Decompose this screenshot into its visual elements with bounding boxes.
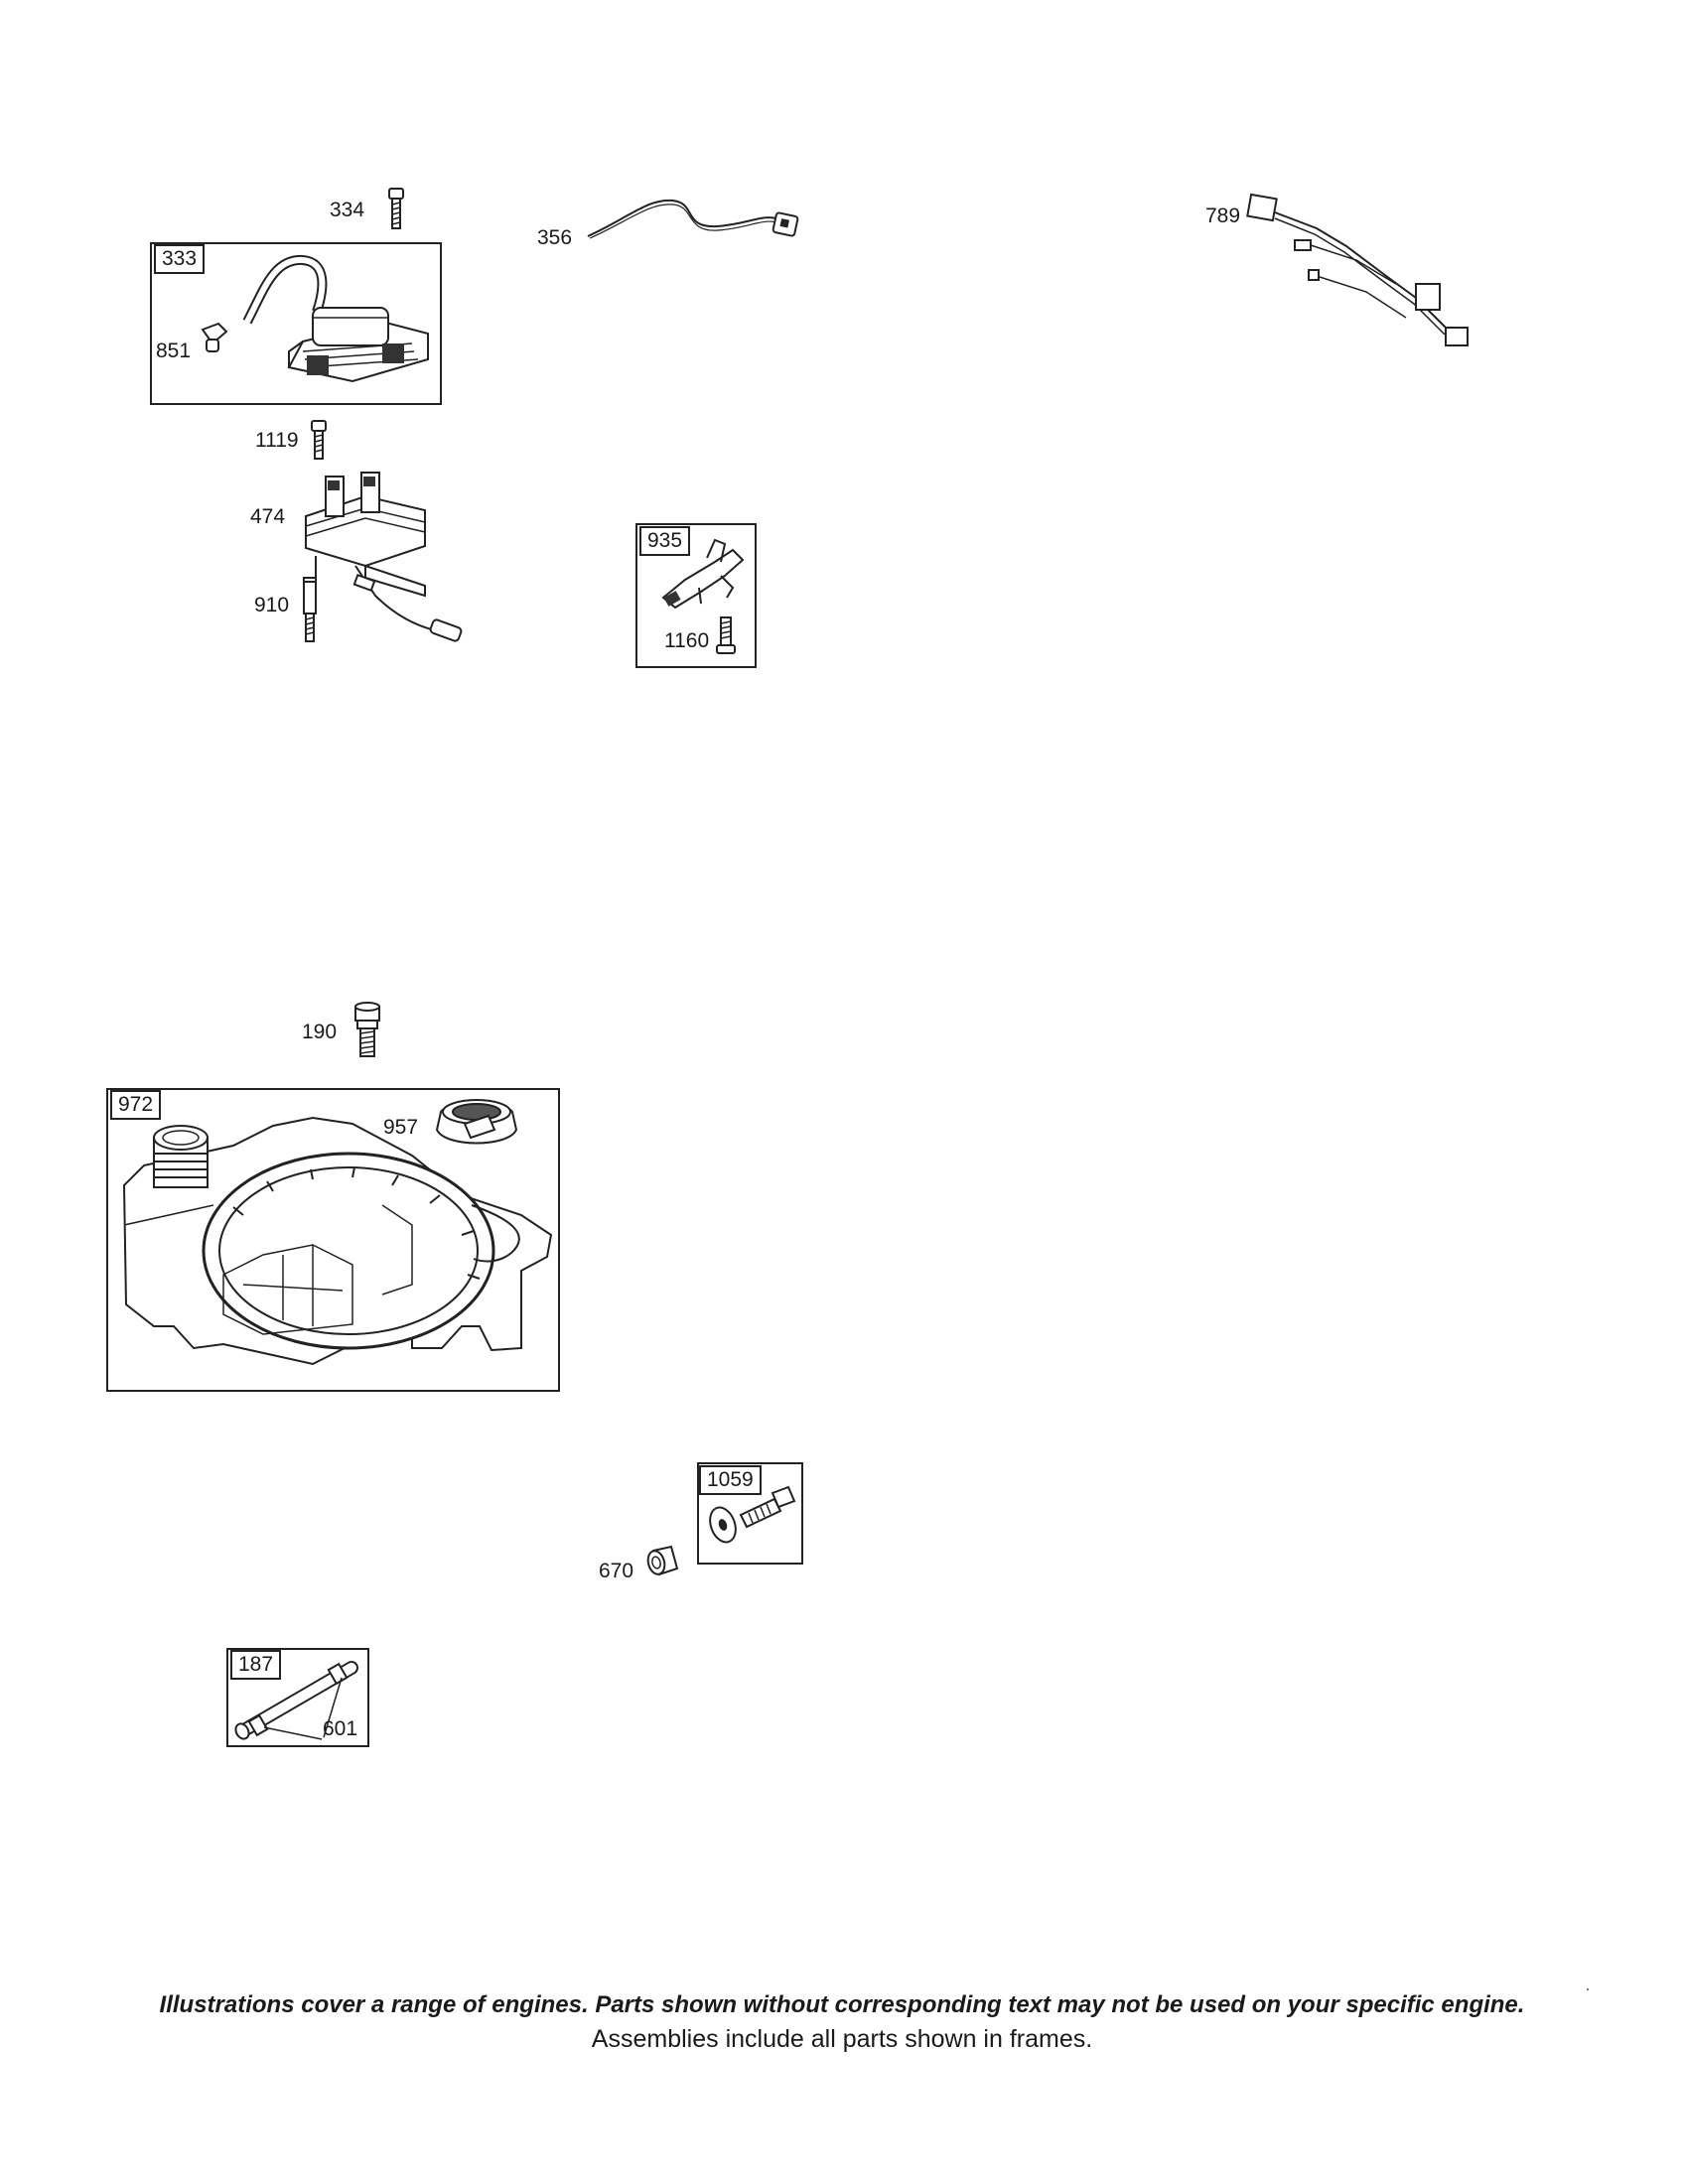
callout-334: 334: [330, 199, 365, 221]
callout-910: 910: [254, 594, 290, 616]
ground-switch-935: [661, 538, 745, 610]
assembly-label-333: 333: [154, 244, 206, 274]
assembly-frame-935: [635, 523, 757, 668]
fuel-line-187: [234, 1661, 358, 1740]
ignition-coil-333: [242, 255, 429, 383]
callout-190: 190: [302, 1021, 338, 1043]
assembly-frame-1059: [697, 1462, 803, 1565]
bushing-670: [646, 1545, 679, 1576]
shoulder-screw-1059: [709, 1485, 796, 1544]
footer-disclaimer: Illustrations cover a range of engines. …: [159, 1991, 1525, 2018]
assembly-frame-972: [106, 1088, 560, 1392]
callout-601: 601: [323, 1717, 358, 1740]
callout-670: 670: [599, 1560, 634, 1582]
drain-plug-190: [354, 1002, 380, 1057]
wire-356: [587, 199, 799, 239]
callout-1160: 1160: [664, 629, 710, 652]
callout-957: 957: [383, 1116, 419, 1139]
armature-474: [305, 472, 463, 642]
footer-assemblies-note: Assemblies include all parts shown in fr…: [591, 2025, 1093, 2053]
wiring-harness-789: [1246, 193, 1469, 346]
assembly-frame-333: [150, 242, 442, 405]
assembly-label-1059: 1059: [699, 1465, 762, 1495]
stud-910: [303, 577, 317, 642]
callout-356: 356: [537, 226, 573, 249]
assembly-label-187: 187: [230, 1650, 282, 1680]
fuel-cap-957: [435, 1099, 518, 1145]
callout-1119: 1119: [255, 429, 299, 452]
callout-789: 789: [1205, 205, 1241, 227]
fuel-tank-972: [122, 1116, 553, 1366]
assembly-label-935: 935: [639, 526, 691, 556]
assembly-frame-187: [226, 1648, 369, 1747]
scan-speck: [1587, 1988, 1589, 1990]
callout-851: 851: [156, 340, 192, 362]
assembly-label-972: 972: [110, 1090, 162, 1120]
screw-334: [388, 188, 404, 229]
screw-1119: [311, 420, 327, 460]
callout-474: 474: [250, 505, 286, 528]
spark-plug-boot-851: [201, 322, 228, 352]
screw-1160: [716, 616, 736, 654]
